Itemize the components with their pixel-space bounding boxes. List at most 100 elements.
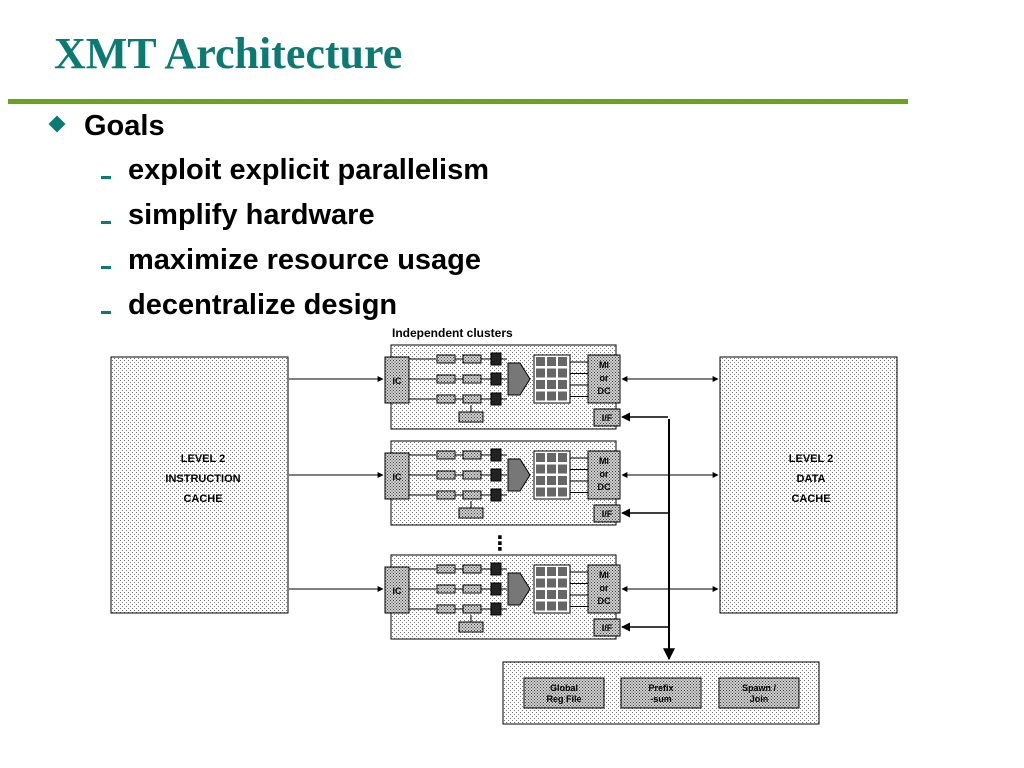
tcu-fu-block bbox=[490, 582, 502, 596]
register-grid-cell bbox=[536, 578, 545, 588]
register-grid-cell bbox=[558, 368, 567, 378]
tcu-register-block bbox=[436, 354, 456, 364]
title-divider bbox=[8, 99, 908, 104]
mi-dc-label: or bbox=[600, 469, 609, 479]
mi-dc-label: DC bbox=[598, 482, 611, 492]
interface-block bbox=[593, 504, 621, 523]
global-unit-label: Global bbox=[550, 683, 578, 693]
interface-label: I/F bbox=[602, 413, 613, 423]
tcu-register-block bbox=[436, 374, 456, 384]
register-grid-cell bbox=[547, 391, 556, 401]
dash-bullet-icon bbox=[101, 266, 111, 269]
global-unit-label: Spawn / bbox=[742, 683, 777, 693]
register-grid-cell bbox=[547, 601, 556, 611]
tcu-register-block bbox=[436, 604, 456, 614]
l2-instruction-cache-box bbox=[110, 356, 289, 614]
register-grid-cell bbox=[547, 590, 556, 599]
subitem-exploit-parallelism: exploit explicit parallelism bbox=[128, 154, 490, 186]
ic-block bbox=[384, 566, 410, 614]
mi-dc-block bbox=[587, 450, 621, 500]
register-grid-cell bbox=[536, 391, 545, 401]
register-grid-cell bbox=[547, 567, 556, 576]
global-unit-label: Reg File bbox=[546, 694, 581, 704]
tcu-register-block bbox=[462, 490, 482, 500]
global-unit-box bbox=[718, 677, 800, 709]
register-grid-cell bbox=[547, 578, 556, 588]
register-grid-cell bbox=[558, 578, 567, 588]
ic-block bbox=[384, 452, 410, 500]
l2-instruction-label-line2: INSTRUCTION bbox=[165, 473, 240, 485]
tcu-fu-block bbox=[490, 488, 502, 502]
register-grid-cell bbox=[547, 464, 556, 474]
interface-block bbox=[593, 618, 621, 637]
subitem-maximize-resource-usage: maximize resource usage bbox=[128, 244, 482, 276]
switch-arrow-shape bbox=[507, 572, 531, 606]
register-grid-cell bbox=[547, 380, 556, 389]
register-grid-cell bbox=[536, 380, 545, 389]
ic-block bbox=[384, 356, 410, 404]
tcu-register-block bbox=[436, 490, 456, 500]
tcu-register-block bbox=[462, 470, 482, 480]
cluster-box bbox=[390, 440, 617, 526]
register-grid-cell bbox=[558, 453, 567, 462]
register-grid-cell bbox=[536, 476, 545, 485]
dash-bullet-icon bbox=[101, 311, 111, 314]
register-grid-cell bbox=[558, 567, 567, 576]
tcu-fu-block bbox=[490, 392, 502, 406]
register-grid-cell bbox=[536, 487, 545, 497]
shared-unit-block bbox=[458, 411, 484, 423]
register-grid-cell bbox=[536, 601, 545, 611]
switch-arrow-shape bbox=[507, 458, 531, 492]
register-grid-cell bbox=[558, 464, 567, 474]
global-unit-box bbox=[620, 677, 702, 709]
l2-data-label-line1: LEVEL 2 bbox=[789, 453, 833, 465]
register-grid-cell bbox=[536, 567, 545, 576]
tcu-register-block bbox=[462, 450, 482, 460]
tcu-register-block bbox=[462, 564, 482, 574]
l2-data-label-line3: CACHE bbox=[791, 493, 830, 505]
tcu-register-block bbox=[462, 604, 482, 614]
tcu-fu-block bbox=[490, 352, 502, 366]
mi-dc-label: DC bbox=[598, 386, 611, 396]
global-unit-3: Spawn /Join bbox=[718, 677, 800, 709]
mi-dc-label: MI bbox=[599, 360, 609, 370]
global-unit-box bbox=[523, 677, 605, 709]
tcu-fu-block bbox=[490, 372, 502, 386]
subitem-simplify-hardware: simplify hardware bbox=[128, 199, 375, 231]
mi-dc-label: or bbox=[600, 373, 609, 383]
independent-clusters-label: Independent clusters bbox=[392, 326, 513, 340]
mi-dc-label: DC bbox=[598, 596, 611, 606]
shared-unit-block bbox=[458, 507, 484, 519]
global-unit-2: Prefix-sum bbox=[620, 677, 702, 709]
register-grid-cell bbox=[547, 368, 556, 378]
register-grid-cell bbox=[558, 487, 567, 497]
ic-label: IC bbox=[393, 376, 403, 386]
tcu-register-block bbox=[436, 564, 456, 574]
l2-data-label-line2: DATA bbox=[797, 473, 826, 485]
more-clusters-ellipsis: ⋮ bbox=[490, 533, 510, 555]
tcu-register-block bbox=[436, 470, 456, 480]
slide-title: XMT Architecture bbox=[54, 29, 403, 78]
register-grid-cell bbox=[547, 487, 556, 497]
register-grid-cell bbox=[558, 357, 567, 366]
register-grid-cell bbox=[547, 357, 556, 366]
register-grid-cell bbox=[558, 380, 567, 389]
global-unit-label: -sum bbox=[650, 694, 672, 704]
l2-data-cache-box bbox=[719, 356, 898, 614]
mi-dc-block bbox=[587, 564, 621, 614]
ic-label: IC bbox=[393, 586, 403, 596]
ic-label: IC bbox=[393, 472, 403, 482]
interface-label: I/F bbox=[602, 509, 613, 519]
tcu-register-block bbox=[436, 584, 456, 594]
tcu-register-block bbox=[436, 394, 456, 404]
tcu-register-block bbox=[436, 450, 456, 460]
subitem-decentralize-design: decentralize design bbox=[128, 289, 398, 321]
interface-block bbox=[593, 408, 621, 427]
tcu-register-block bbox=[462, 394, 482, 404]
register-grid-cell bbox=[558, 476, 567, 485]
register-grid-cell bbox=[536, 590, 545, 599]
